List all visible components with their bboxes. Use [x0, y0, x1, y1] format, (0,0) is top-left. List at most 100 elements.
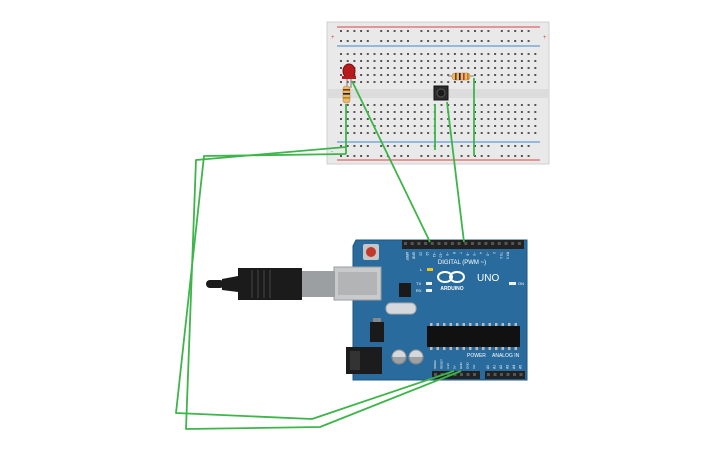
- breadboard-hole[interactable]: [420, 81, 423, 83]
- breadboard-hole[interactable]: [400, 118, 403, 120]
- breadboard-hole[interactable]: [413, 74, 416, 76]
- breadboard-hole[interactable]: [520, 155, 523, 157]
- power-pin-socket[interactable]: [466, 373, 470, 376]
- breadboard-hole[interactable]: [520, 118, 523, 120]
- breadboard-hole[interactable]: [494, 132, 497, 134]
- breadboard-hole[interactable]: [514, 30, 517, 32]
- breadboard-hole[interactable]: [353, 53, 356, 55]
- breadboard-hole[interactable]: [527, 111, 530, 113]
- breadboard-hole[interactable]: [453, 81, 456, 83]
- breadboard-hole[interactable]: [494, 111, 497, 113]
- breadboard-hole[interactable]: [480, 132, 483, 134]
- breadboard-hole[interactable]: [487, 81, 490, 83]
- breadboard-hole[interactable]: [393, 155, 396, 157]
- breadboard-hole[interactable]: [467, 53, 470, 55]
- breadboard-hole[interactable]: [353, 125, 356, 127]
- breadboard-hole[interactable]: [427, 74, 430, 76]
- breadboard-hole[interactable]: [534, 132, 537, 134]
- breadboard-hole[interactable]: [507, 40, 510, 42]
- wire-5v-rail[interactable]: [185, 146, 462, 430]
- breadboard-hole[interactable]: [453, 104, 456, 106]
- breadboard-hole[interactable]: [366, 67, 369, 69]
- breadboard-hole[interactable]: [346, 145, 349, 147]
- breadboard-hole[interactable]: [494, 67, 497, 69]
- breadboard-hole[interactable]: [380, 111, 383, 113]
- breadboard-hole[interactable]: [453, 111, 456, 113]
- breadboard-hole[interactable]: [420, 67, 423, 69]
- breadboard-hole[interactable]: [527, 145, 530, 147]
- breadboard-hole[interactable]: [413, 53, 416, 55]
- breadboard-hole[interactable]: [447, 155, 450, 157]
- breadboard-hole[interactable]: [440, 81, 443, 83]
- breadboard-hole[interactable]: [340, 67, 342, 69]
- breadboard-hole[interactable]: [413, 111, 416, 113]
- digital-pin-socket[interactable]: [464, 242, 468, 245]
- breadboard-hole[interactable]: [440, 132, 443, 134]
- breadboard-hole[interactable]: [346, 125, 349, 127]
- breadboard-hole[interactable]: [514, 118, 517, 120]
- breadboard-hole[interactable]: [380, 155, 383, 157]
- breadboard-hole[interactable]: [474, 60, 476, 62]
- digital-pin-socket[interactable]: [417, 242, 421, 245]
- breadboard-hole[interactable]: [494, 53, 497, 55]
- breadboard-hole[interactable]: [514, 104, 517, 106]
- breadboard-hole[interactable]: [433, 30, 436, 32]
- breadboard-hole[interactable]: [467, 104, 470, 106]
- breadboard-hole[interactable]: [467, 30, 470, 32]
- breadboard-hole[interactable]: [500, 111, 503, 113]
- breadboard-hole[interactable]: [427, 67, 430, 69]
- breadboard-hole[interactable]: [346, 53, 349, 55]
- breadboard-hole[interactable]: [480, 111, 483, 113]
- breadboard-hole[interactable]: [420, 60, 423, 62]
- breadboard-hole[interactable]: [514, 67, 517, 69]
- breadboard-hole[interactable]: [346, 111, 349, 113]
- breadboard-hole[interactable]: [366, 132, 369, 134]
- breadboard-hole[interactable]: [507, 125, 510, 127]
- breadboard-hole[interactable]: [520, 125, 523, 127]
- digital-pin-socket[interactable]: [444, 242, 448, 245]
- breadboard-hole[interactable]: [407, 111, 409, 113]
- breadboard-hole[interactable]: [400, 30, 403, 32]
- breadboard-hole[interactable]: [420, 118, 423, 120]
- breadboard-hole[interactable]: [360, 132, 363, 134]
- breadboard-hole[interactable]: [460, 111, 463, 113]
- breadboard-hole[interactable]: [447, 81, 450, 83]
- breadboard-hole[interactable]: [474, 81, 476, 83]
- breadboard-hole[interactable]: [474, 53, 476, 55]
- breadboard-hole[interactable]: [453, 125, 456, 127]
- breadboard-hole[interactable]: [467, 60, 470, 62]
- breadboard-hole[interactable]: [427, 111, 430, 113]
- breadboard-hole[interactable]: [393, 40, 396, 42]
- breadboard-hole[interactable]: [500, 74, 503, 76]
- breadboard-hole[interactable]: [346, 118, 349, 120]
- breadboard-hole[interactable]: [440, 155, 443, 157]
- breadboard-hole[interactable]: [360, 40, 363, 42]
- breadboard-hole[interactable]: [353, 81, 356, 83]
- breadboard-hole[interactable]: [507, 132, 510, 134]
- breadboard-hole[interactable]: [520, 67, 523, 69]
- breadboard-hole[interactable]: [433, 155, 436, 157]
- breadboard-hole[interactable]: [500, 53, 503, 55]
- breadboard-hole[interactable]: [500, 40, 503, 42]
- digital-pins[interactable]: [404, 242, 521, 245]
- resistor-vertical[interactable]: [342, 85, 351, 104]
- breadboard-hole[interactable]: [500, 132, 503, 134]
- breadboard-hole[interactable]: [400, 67, 403, 69]
- breadboard-hole[interactable]: [460, 125, 463, 127]
- breadboard-hole[interactable]: [380, 125, 383, 127]
- breadboard-hole[interactable]: [380, 67, 383, 69]
- breadboard-hole[interactable]: [340, 104, 342, 106]
- wire-led-to-pin13[interactable]: [351, 80, 431, 243]
- breadboard-hole[interactable]: [366, 40, 369, 42]
- breadboard-hole[interactable]: [527, 125, 530, 127]
- digital-pin-socket[interactable]: [477, 242, 481, 245]
- analog-pin-socket[interactable]: [493, 373, 497, 376]
- breadboard-hole[interactable]: [393, 74, 396, 76]
- digital-pin-socket[interactable]: [504, 242, 508, 245]
- breadboard-hole[interactable]: [407, 125, 409, 127]
- digital-header[interactable]: [402, 240, 524, 249]
- breadboard-hole[interactable]: [386, 125, 389, 127]
- breadboard-hole[interactable]: [480, 40, 483, 42]
- breadboard-hole[interactable]: [440, 67, 443, 69]
- breadboard-hole[interactable]: [340, 30, 342, 32]
